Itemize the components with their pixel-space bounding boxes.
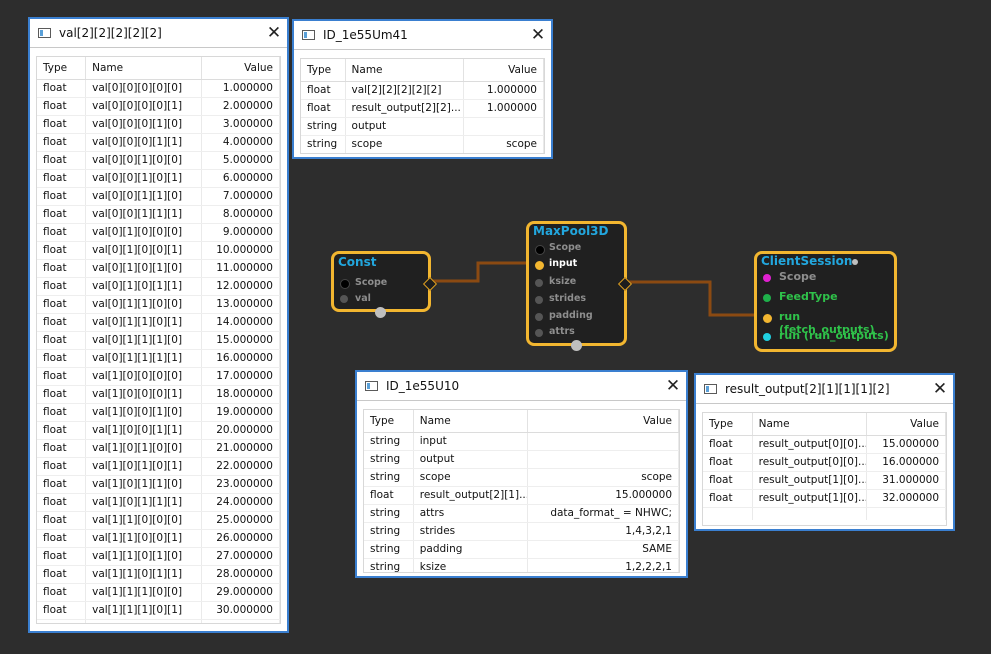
node-title: ClientSession (761, 254, 852, 268)
port-label: Scope (355, 277, 387, 288)
scope-port-dot[interactable] (763, 274, 771, 282)
port-label: padding (549, 310, 593, 321)
port-label: run (run_outputs) (779, 329, 889, 342)
port-label: strides (549, 293, 586, 304)
node-bottom-pin[interactable] (571, 340, 582, 351)
wire-maxpool-to-session (626, 282, 764, 315)
feedtype-port-dot[interactable] (763, 294, 771, 302)
node-title: MaxPool3D (533, 224, 609, 238)
input-port-dot[interactable] (534, 260, 545, 271)
client-session-node[interactable]: ClientSession Scope FeedType run (fetch_… (754, 251, 897, 352)
scope-port-dot[interactable] (340, 279, 350, 289)
node-title: Const (338, 255, 376, 269)
port-label: ksize (549, 276, 576, 287)
port-label: Scope (779, 270, 816, 283)
padding-port-dot[interactable] (535, 313, 543, 321)
port-label: Scope (549, 242, 581, 253)
port-label: FeedType (779, 290, 838, 303)
strides-port-dot[interactable] (535, 296, 543, 304)
node-bottom-pin[interactable] (375, 307, 386, 318)
run-outputs-port-dot[interactable] (763, 333, 771, 341)
val-port-dot[interactable] (340, 295, 348, 303)
port-label: val (355, 293, 371, 304)
maxpool3d-node[interactable]: MaxPool3D Scope input ksize strides padd… (526, 221, 627, 346)
scope-port-dot[interactable] (535, 245, 545, 255)
ksize-port-dot[interactable] (535, 279, 543, 287)
wire-const-to-maxpool (430, 263, 532, 281)
fetch-outputs-port-dot[interactable] (762, 313, 773, 324)
status-dot (852, 259, 858, 265)
const-node[interactable]: Const Scope val (331, 251, 431, 312)
attrs-port-dot[interactable] (535, 329, 543, 337)
port-label: input (549, 258, 577, 269)
port-label: attrs (549, 326, 575, 337)
